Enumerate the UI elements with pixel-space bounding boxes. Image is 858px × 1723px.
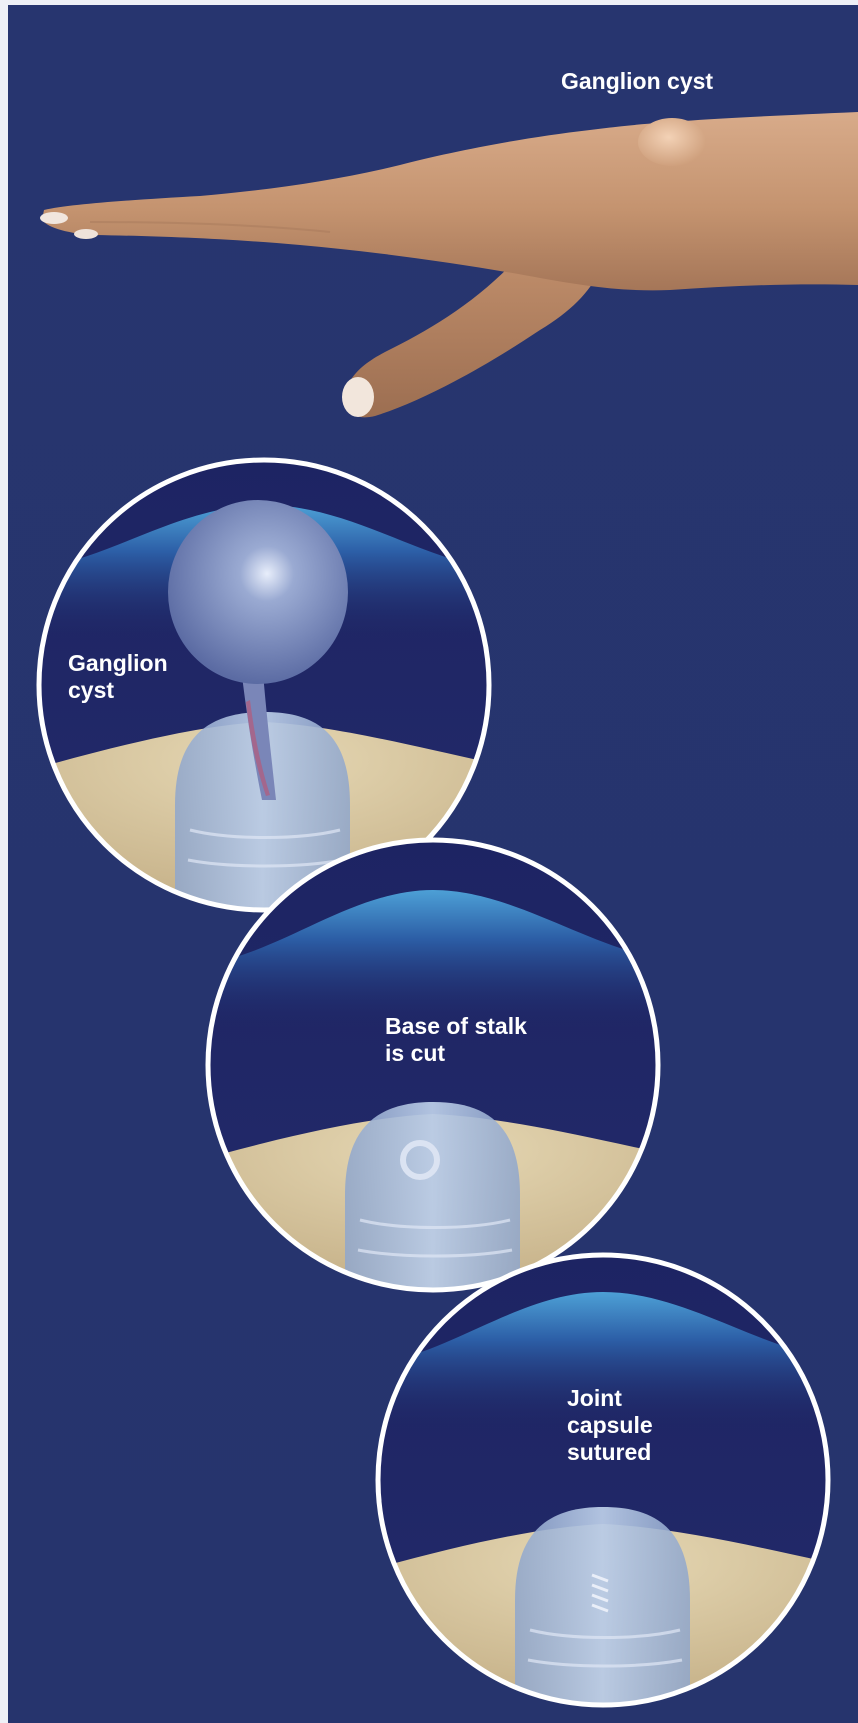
inset1-label-line1: Ganglion	[68, 650, 168, 677]
inset2-label-line1: Base of stalk	[385, 1013, 527, 1040]
inset2-label-line2: is cut	[385, 1040, 445, 1067]
hand-cyst-label: Ganglion cyst	[561, 68, 713, 95]
thumbnail	[342, 377, 374, 417]
fingernail	[74, 229, 98, 239]
ganglion-cyst-bump	[638, 118, 706, 166]
inset1-label-line2: cyst	[68, 677, 114, 704]
inset3-label-line2: capsule	[567, 1412, 653, 1439]
inset3-label-line3: sutured	[567, 1439, 651, 1466]
top-edge-strip	[0, 0, 858, 5]
inset3-label-line1: Joint	[567, 1385, 622, 1412]
fingernail	[40, 212, 68, 224]
left-edge-strip	[0, 0, 8, 1723]
